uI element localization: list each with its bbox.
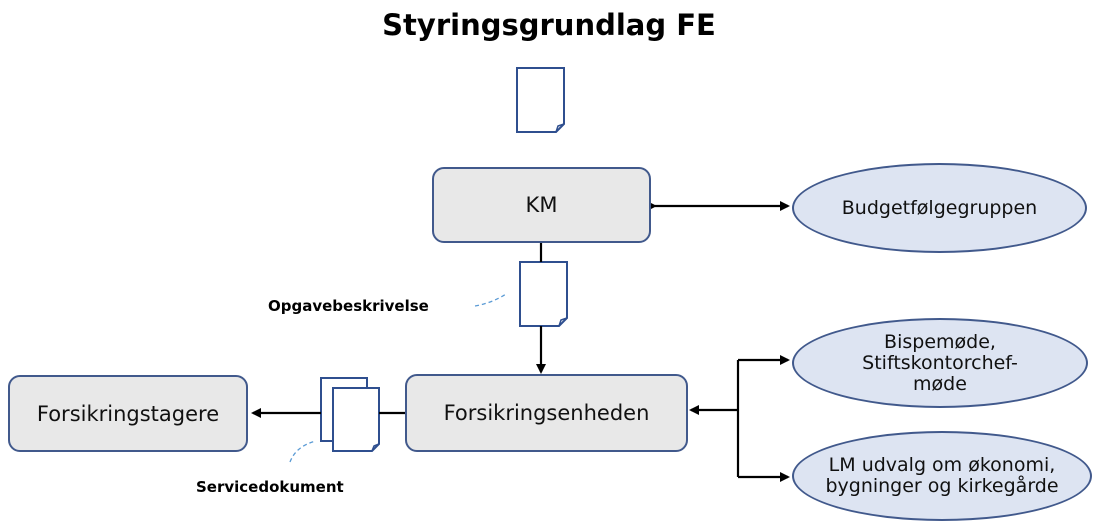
- documents-icon-service: [320, 377, 380, 452]
- node-forsikringsenheden-label: Forsikringsenheden: [443, 401, 650, 425]
- callout-service: [289, 440, 317, 463]
- node-bispemode: Bispemøde, Stiftskontorchef- møde: [792, 318, 1088, 408]
- node-lm-udvalg-line1: LM udvalg om økonomi,: [828, 454, 1056, 476]
- node-forsikringstagere: Forsikringstagere: [8, 375, 248, 452]
- node-km-label: KM: [525, 193, 558, 217]
- node-bispemode-line3: møde: [913, 372, 967, 395]
- node-forsikringstagere-label: Forsikringstagere: [36, 401, 220, 426]
- label-servicedokument: Servicedokument: [196, 478, 344, 496]
- node-lm-udvalg-line2: bygninger og kirkegårde: [825, 475, 1059, 497]
- node-km: KM: [432, 167, 651, 243]
- node-bispemode-line1: Bispemøde,: [884, 330, 996, 353]
- document-icon-top: [516, 67, 565, 133]
- document-icon-opgave: [519, 261, 568, 327]
- node-bispemode-line2: Stiftskontorchef-: [862, 351, 1018, 374]
- node-lm-udvalg: LM udvalg om økonomi, bygninger og kirke…: [792, 431, 1092, 521]
- callout-opgave: [474, 293, 507, 307]
- label-opgavebeskrivelse: Opgavebeskrivelse: [268, 297, 429, 315]
- diagram-title: Styringsgrundlag FE: [382, 8, 716, 42]
- node-budgetfolgegruppen-label: Budgetfølgegruppen: [841, 196, 1038, 219]
- node-forsikringsenheden: Forsikringsenheden: [405, 374, 688, 452]
- node-budgetfolgegruppen: Budgetfølgegruppen: [792, 163, 1087, 253]
